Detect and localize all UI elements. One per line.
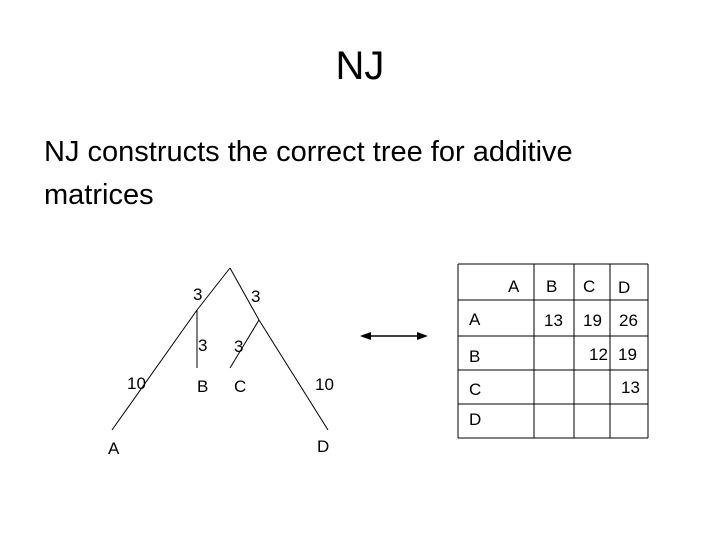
edge-label-left-A: 10 [127, 374, 146, 393]
edge-label-inner-C: 3 [234, 337, 244, 356]
phylogenetic-tree [111, 267, 329, 431]
matrix-row-header: D [469, 410, 482, 429]
edge-label-root-left: 3 [193, 285, 203, 304]
matrix-cell: 19 [618, 345, 637, 364]
distance-matrix-grid [457, 263, 649, 439]
tree-edge-right-D [258, 319, 329, 431]
edge-label-inner-B: 3 [198, 336, 208, 355]
tree-leaf-A: A [108, 439, 120, 458]
tree-leaf-B: B [197, 377, 209, 396]
matrix-cell: 19 [583, 311, 602, 330]
double-arrow-icon [360, 332, 428, 340]
matrix-cell: 26 [619, 311, 638, 330]
matrix-col-header: B [546, 277, 558, 296]
matrix-col-header: D [618, 278, 631, 297]
tree-edge-left-A [111, 309, 198, 431]
matrix-row-header: B [469, 347, 481, 366]
matrix-cell: 12 [589, 345, 608, 364]
matrix-row-header: C [469, 380, 482, 399]
tree-edge-inner-C [229, 319, 260, 369]
tree-leaf-C: C [234, 377, 247, 396]
tree-edge-root-right [229, 267, 260, 321]
matrix-cell: 13 [621, 378, 640, 397]
edge-label-right-D: 10 [315, 375, 334, 394]
matrix-cell: 13 [544, 311, 563, 330]
edge-label-root-right: 3 [251, 287, 261, 306]
slide-body-text: NJ constructs the correct tree for addit… [44, 136, 573, 211]
slide-title: NJ [335, 44, 385, 88]
tree-edge-root-left [196, 267, 231, 311]
matrix-col-header: C [583, 277, 596, 296]
matrix-col-header: A [508, 277, 520, 296]
matrix-row-header: A [469, 310, 481, 329]
tree-leaf-D: D [317, 437, 330, 456]
